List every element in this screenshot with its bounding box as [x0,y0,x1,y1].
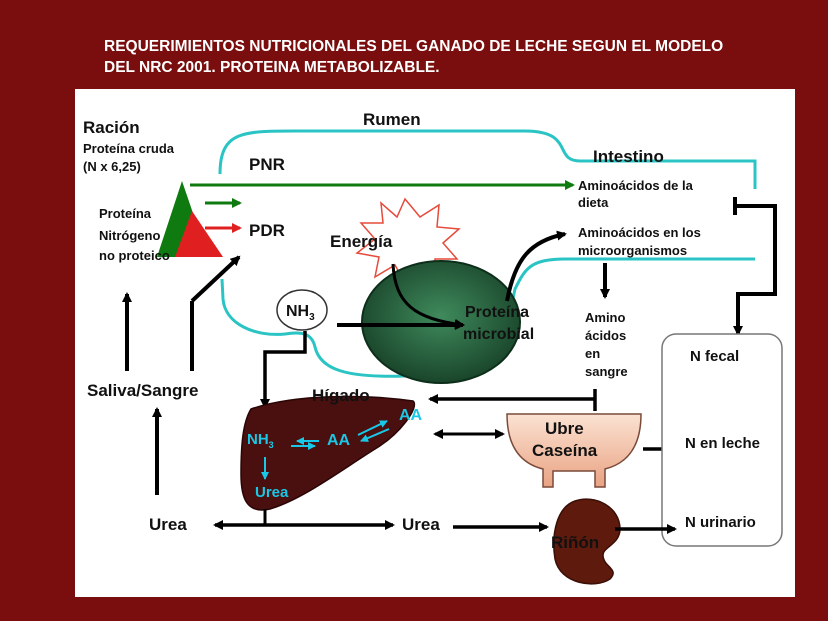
proteina-microbial-label-1: Proteína [465,304,529,321]
n-factor-label: (N x 6,25) [83,159,141,174]
aa-dieta-label-2: dieta [578,195,609,210]
racion-label: Ración [83,118,140,137]
energy-to-microbe-arrow [391,263,465,329]
n-urinario-label: N urinario [685,514,756,531]
caseina-label: Caseína [532,441,598,460]
aa-micro-label-2: microorganismos [578,243,687,258]
no-proteico-label: no proteico [99,248,170,263]
n-output-box [661,333,783,547]
liver-aa-aa-back-arrow [360,428,390,442]
nh3-label-main: NH [286,303,309,320]
liver-nh3-label-sub: 3 [269,440,274,450]
nh3-label: NH3 [286,303,315,323]
saliva-to-pdr-arrow-diag [190,255,241,303]
urea-left-label: Urea [149,515,187,534]
kidney-icon [553,498,621,585]
diagram-panel: Ración Proteína cruda (N x 6,25) Proteín… [75,89,795,597]
aa-dieta-label-1: Aminoácidos de la [578,178,694,193]
pdr-label: PDR [249,221,285,240]
nh3-circle [276,289,328,331]
nh3-to-liver-arrow [260,331,307,409]
urea-mid-label: Urea [402,515,440,534]
higado-label: Hígado [312,386,370,405]
rumen-label: Rumen [363,110,421,129]
npn-triangle [175,211,223,257]
pnr-label: PNR [249,155,285,174]
udder-icon [506,413,642,488]
saliva-sangre-label: Saliva/Sangre [87,381,199,400]
liver-urea-label: Urea [255,484,289,501]
intestine-lower-wall [220,257,755,378]
rinon-label: Riñón [551,533,599,552]
slide-title-line-1: REQUERIMIENTOS NUTRICIONALES DEL GANADO … [104,38,724,55]
n-fecal-label: N fecal [690,348,739,365]
slide-title-line-2: DEL NRC 2001. PROTEINA METABOLIZABLE. [104,59,440,76]
energia-label: Energía [330,232,393,251]
intestine-to-fecal-arrow [733,204,777,336]
aa-sangre-label-4: sangre [585,364,628,379]
aa-sangre-label-3: en [585,346,600,361]
slide-title: REQUERIMIENTOS NUTRICIONALES DEL GANADO … [104,36,804,78]
liver-icon [240,395,416,511]
liver-aa-label-1: AA [399,407,423,424]
protein-flow-diagram: Ración Proteína cruda (N x 6,25) Proteín… [83,110,783,585]
aa-sangre-label-1: Amino [585,310,626,325]
proteina-label: Proteína [99,206,152,221]
liver-aa-aa-arrow [357,420,388,436]
microbial-to-intestine-arrow [505,230,567,302]
ubre-label: Ubre [545,419,584,438]
liver-nh3-label-main: NH [247,431,269,448]
n-leche-label: N en leche [685,435,760,452]
nh3-label-sub: 3 [309,312,315,323]
liver-aa-label-2: AA [327,432,351,449]
rumen-outline [218,129,757,189]
liver-nh3-label: NH3 [247,431,274,450]
intestino-label: Intestino [593,147,664,166]
aa-micro-label-1: Aminoácidos en los [578,225,701,240]
aa-sangre-label-2: ácidos [585,328,626,343]
proteina-cruda-label: Proteína cruda [83,141,175,156]
nitrogeno-label: Nitrógeno [99,228,160,243]
proteina-microbial-label-2: microbial [463,326,534,343]
